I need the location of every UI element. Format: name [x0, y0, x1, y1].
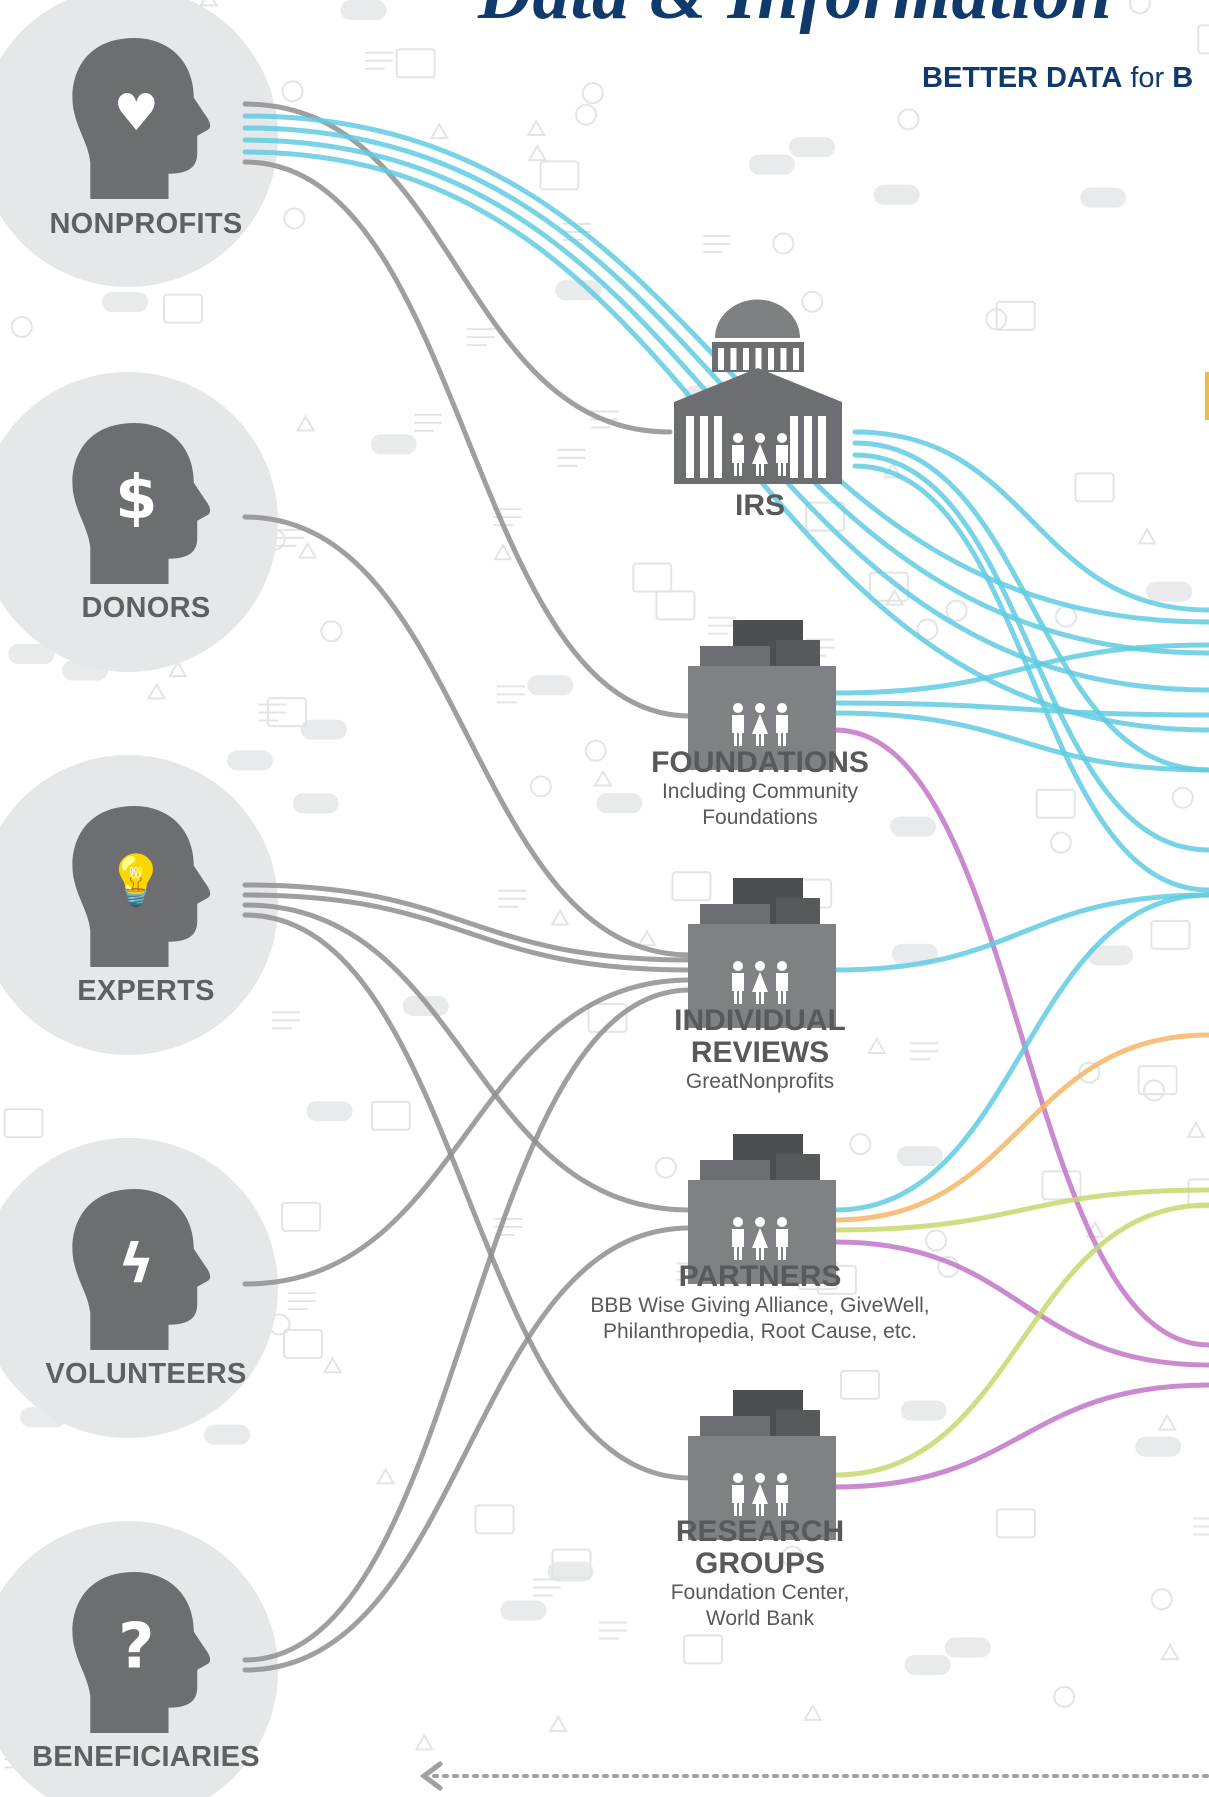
head-icon: ?: [72, 1572, 211, 1733]
source-subtitle-foundations: Including Community Foundations: [661, 780, 859, 829]
source-title-irs: IRS: [734, 489, 785, 522]
question-icon: ?: [118, 1609, 154, 1682]
office-building-icon: [688, 878, 836, 1028]
flow-nonprofits-foundations: [242, 159, 693, 719]
flow-experts-partners: [242, 902, 693, 1213]
lightbulb-icon: 💡: [106, 852, 167, 909]
flow-foundations-out-1: [832, 642, 1209, 696]
lightning-icon: ϟ: [118, 1231, 154, 1295]
flow-reviews-out: [832, 892, 1209, 973]
source-subtitle-partners: BBB Wise Giving Alliance, GiveWell, Phil…: [590, 1294, 930, 1343]
stakeholder-label-experts: EXPERTS: [77, 975, 215, 1007]
head-icon: ϟ: [72, 1189, 211, 1350]
flow-partners-green: [832, 1187, 1209, 1233]
flow-beneficiaries-partners: [242, 1225, 693, 1673]
source-title-partners: PARTNERS: [678, 1260, 842, 1293]
source-individual-reviews: INDIVIDUAL REVIEWS GreatNonprofits: [550, 1005, 970, 1095]
source-title-research-groups: RESEARCH GROUPS: [675, 1515, 845, 1580]
source-title-individual-reviews: INDIVIDUAL REVIEWS: [674, 1004, 846, 1069]
flow-experts-research: [242, 912, 693, 1481]
flow-research-green: [832, 1202, 1209, 1478]
flow-beneficiaries-reviews: [242, 987, 693, 1663]
flow-volunteers-reviews: [242, 977, 693, 1287]
subtitle-for: for: [1122, 62, 1173, 94]
stakeholder-label-nonprofits: NONPROFITS: [49, 208, 243, 240]
flow-irs-out-4: [852, 463, 1209, 893]
source-foundations: FOUNDATIONS Including Community Foundati…: [550, 747, 970, 831]
flow-donors-reviews: [242, 514, 693, 958]
source-title-foundations: FOUNDATIONS: [651, 746, 869, 779]
source-irs: IRS: [550, 490, 970, 522]
source-research-groups: RESEARCH GROUPS Foundation Center, World…: [550, 1516, 970, 1632]
source-partners: PARTNERS BBB Wise Giving Alliance, GiveW…: [550, 1261, 970, 1345]
flow-irs-out-1: [852, 429, 1209, 613]
flow-partners-purple: [832, 1239, 1209, 1368]
subtitle-better-data: BETTER DATA: [922, 62, 1123, 94]
flow-foundations-out-3: [832, 710, 1209, 773]
flow-foundations-out-2: [832, 700, 1209, 718]
flow-experts-reviews-2: [242, 892, 693, 973]
stakeholder-label-donors: DONORS: [81, 592, 211, 624]
stakeholder-label-beneficiaries: BENEFICIARIES: [32, 1741, 260, 1773]
flow-research-purple: [832, 1382, 1209, 1490]
stakeholder-label-volunteers: VOLUNTEERS: [45, 1358, 247, 1390]
dollar-icon: $: [115, 463, 157, 533]
yellow-edge-marker: [1205, 372, 1209, 420]
flow-foundations-purple: [832, 727, 1209, 1348]
page-title: Data & Information: [478, 0, 1113, 37]
source-subtitle-research-groups: Foundation Center, World Bank: [670, 1581, 850, 1630]
heart-icon: ♥: [114, 83, 160, 142]
flow-irs-out-3: [852, 452, 1209, 853]
flow-experts-reviews-1: [242, 882, 693, 963]
office-building-icon: [688, 620, 836, 770]
office-building-icon: [688, 1134, 836, 1284]
flow-irs-out-2: [852, 440, 1209, 773]
dotted-arrow-icon: [419, 1761, 1209, 1791]
head-icon: 💡: [72, 806, 211, 967]
government-building-icon: [674, 299, 842, 484]
head-icon: $: [72, 423, 211, 584]
office-building-icon: [688, 1390, 836, 1540]
subtitle-cut: B: [1172, 62, 1194, 94]
source-subtitle-individual-reviews: GreatNonprofits: [685, 1070, 835, 1093]
head-icon: ♥: [72, 38, 211, 199]
page-subtitle: BETTER DATA for B: [922, 62, 1193, 95]
flow-partners-cyan: [832, 892, 1209, 1213]
flow-partners-orange: [832, 1032, 1209, 1223]
